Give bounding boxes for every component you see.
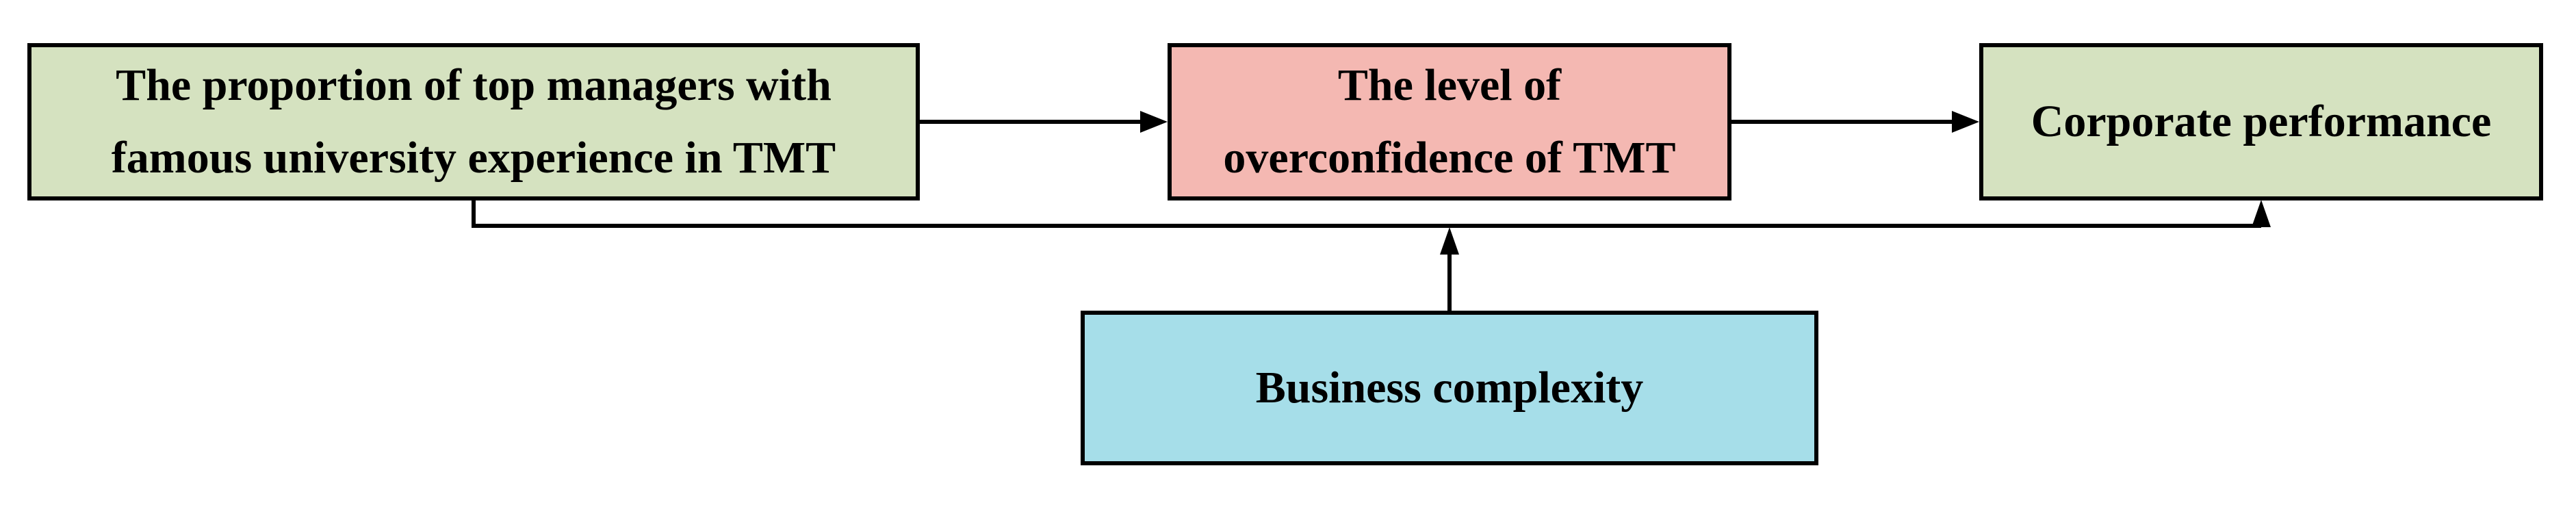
mediator-label-line2: overconfidence of TMT <box>1223 133 1676 183</box>
outcome-label: Corporate performance <box>2031 96 2492 146</box>
antecedent-label-line2: famous university experience in TMT <box>111 133 836 183</box>
mediator-box: The level of overconfidence of TMT <box>1168 43 1731 200</box>
moderator-box: Business complexity <box>1081 311 1818 465</box>
arrow-antecedent-to-mediator <box>920 111 1168 133</box>
antecedent-label-line1: The proportion of top managers with <box>116 60 832 110</box>
arrowhead-up-icon <box>2252 200 2271 227</box>
arrow-moderator-to-path <box>1440 227 1459 311</box>
arrowhead-right-icon <box>1952 111 1979 133</box>
arrowhead-right-icon <box>1140 111 1168 133</box>
arrow-antecedent-to-outcome <box>472 200 2271 228</box>
antecedent-box: The proportion of top managers with famo… <box>27 43 920 200</box>
mediator-label-line1: The level of <box>1337 60 1562 110</box>
outcome-box: Corporate performance <box>1979 43 2543 200</box>
arrow-mediator-to-outcome <box>1731 111 1979 133</box>
arrowhead-up-icon <box>1440 227 1459 255</box>
moderator-label: Business complexity <box>1255 363 1644 413</box>
